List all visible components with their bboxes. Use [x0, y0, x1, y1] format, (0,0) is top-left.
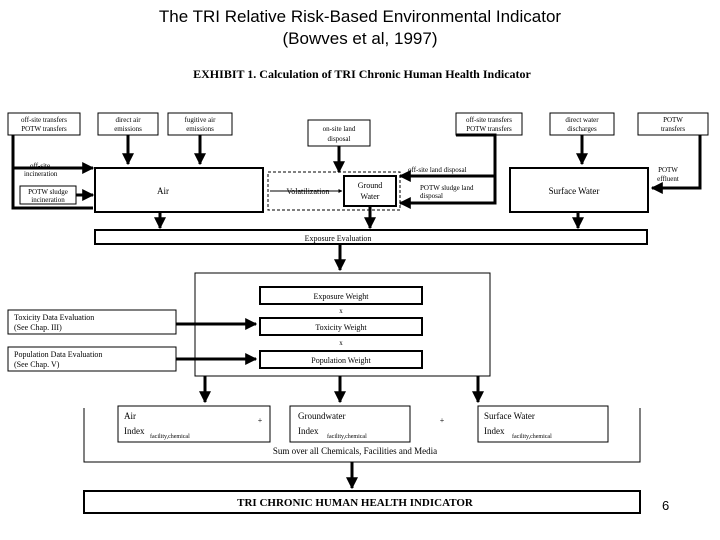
- svg-text:Groundwater: Groundwater: [298, 411, 345, 421]
- svg-text:emissions: emissions: [186, 125, 214, 133]
- svg-text:POTW sludge: POTW sludge: [28, 188, 68, 196]
- svg-text:disposal: disposal: [328, 135, 351, 143]
- svg-text:POTW transfers: POTW transfers: [21, 125, 67, 133]
- toxicity-weight-box: Toxicity Weight: [259, 317, 423, 336]
- label-potw-effluent: POTW effluent: [657, 166, 679, 183]
- svg-text:Surface Water: Surface Water: [484, 411, 535, 421]
- svg-text:Population Data Evaluation: Population Data Evaluation: [14, 350, 102, 359]
- svg-text:direct water: direct water: [565, 116, 599, 124]
- svg-text:(See Chap. V): (See Chap. V): [14, 360, 60, 369]
- page-number: 6: [662, 498, 670, 513]
- source-direct-water: direct water discharges: [549, 112, 615, 136]
- source-fugitive-air: fugitive air emissions: [167, 112, 233, 136]
- media-ground-water-box: Ground Water: [343, 175, 397, 207]
- slide-title-line1: The TRI Relative Risk-Based Environmenta…: [158, 7, 562, 26]
- svg-text:Index: Index: [484, 426, 505, 436]
- source-direct-air: direct air emissions: [97, 112, 159, 136]
- label-potw-sludge-land-disposal: POTW sludge land disposal: [420, 184, 474, 200]
- svg-text:off-site: off-site: [30, 162, 50, 170]
- svg-text:Exposure Evaluation: Exposure Evaluation: [305, 234, 372, 243]
- svg-text:TRI CHRONIC HUMAN HEALTH INDIC: TRI CHRONIC HUMAN HEALTH INDICATOR: [237, 497, 474, 509]
- exposure-weight-box: Exposure Weight: [259, 286, 423, 305]
- slide-title-line2: (Bowves et al, 1997): [282, 29, 438, 48]
- svg-text:incineration: incineration: [24, 170, 58, 178]
- plus-sign-2: +: [440, 416, 445, 425]
- source-offsite-potw-left: off-site transfers POTW transfers: [7, 112, 81, 136]
- svg-text:POTW: POTW: [663, 116, 683, 124]
- toxicity-data-evaluation-box: Toxicity Data Evaluation (See Chap. III): [7, 309, 177, 335]
- source-offsite-potw-right: off-site transfers POTW transfers: [455, 112, 523, 136]
- svg-text:Ground: Ground: [358, 181, 382, 190]
- svg-text:discharges: discharges: [567, 125, 597, 133]
- svg-text:Toxicity Weight: Toxicity Weight: [315, 323, 367, 332]
- surface-water-index-box: Surface Water Index facility,chemical: [477, 405, 609, 443]
- sum-bracket: [83, 408, 641, 463]
- svg-text:off-site transfers: off-site transfers: [466, 116, 512, 124]
- svg-text:facility,chemical: facility,chemical: [512, 433, 552, 440]
- population-data-evaluation-box: Population Data Evaluation (See Chap. V): [7, 346, 177, 372]
- svg-text:POTW transfers: POTW transfers: [466, 125, 512, 133]
- svg-text:Water: Water: [361, 192, 380, 201]
- air-index-box: Air Index facility,chemical: [117, 405, 271, 443]
- svg-text:Index: Index: [298, 426, 319, 436]
- svg-text:incineration: incineration: [31, 196, 65, 204]
- svg-text:POTW: POTW: [658, 166, 678, 174]
- exposure-evaluation-box: Exposure Evaluation: [94, 229, 648, 245]
- svg-text:on-site land: on-site land: [323, 125, 356, 133]
- svg-text:Exposure Weight: Exposure Weight: [314, 292, 370, 301]
- arrow-potw-sludge-land: [398, 133, 497, 209]
- source-onsite-land: on-site land disposal: [307, 119, 371, 147]
- multiply-sign-2: x: [339, 339, 343, 347]
- media-air-box: Air: [94, 167, 264, 213]
- slide-title: The TRI Relative Risk-Based Environmenta…: [0, 6, 720, 50]
- plus-sign-1: +: [258, 416, 263, 425]
- svg-text:transfers: transfers: [661, 125, 685, 133]
- svg-text:disposal: disposal: [420, 192, 443, 200]
- arrow-potw-effluent: [650, 135, 702, 194]
- population-weight-box: Population Weight: [259, 350, 423, 369]
- multiply-sign-1: x: [339, 307, 343, 315]
- svg-text:Air: Air: [157, 186, 169, 196]
- svg-text:Air: Air: [124, 411, 136, 421]
- svg-text:effluent: effluent: [657, 175, 679, 183]
- svg-text:(See Chap. III): (See Chap. III): [14, 323, 62, 332]
- svg-text:facility,chemical: facility,chemical: [327, 433, 367, 440]
- svg-text:Surface Water: Surface Water: [549, 186, 600, 196]
- sum-label: Sum over all Chemicals, Facilities and M…: [273, 446, 437, 456]
- svg-text:off-site transfers: off-site transfers: [21, 116, 67, 124]
- media-surface-water-box: Surface Water: [509, 167, 649, 213]
- svg-text:Index: Index: [124, 426, 145, 436]
- label-offsite-incineration: off-site incineration: [24, 162, 58, 178]
- label-potw-sludge-incineration: POTW sludge incineration: [19, 185, 77, 205]
- svg-text:POTW sludge land: POTW sludge land: [420, 184, 474, 192]
- source-potw-transfers: POTW transfers: [637, 112, 709, 136]
- svg-text:fugitive air: fugitive air: [185, 116, 217, 124]
- label-offsite-land-disposal: off-site land disposal: [408, 166, 467, 174]
- exhibit-title: EXHIBIT 1. Calculation of TRI Chronic Hu…: [193, 67, 531, 81]
- svg-text:direct air: direct air: [115, 116, 141, 124]
- final-indicator-box: TRI CHRONIC HUMAN HEALTH INDICATOR: [83, 490, 641, 514]
- svg-text:facility,chemical: facility,chemical: [150, 433, 190, 440]
- svg-text:emissions: emissions: [114, 125, 142, 133]
- svg-text:Toxicity Data Evaluation: Toxicity Data Evaluation: [14, 313, 94, 322]
- svg-text:Population Weight: Population Weight: [311, 356, 371, 365]
- line-left-transfers: [11, 135, 93, 210]
- groundwater-index-box: Groundwater Index facility,chemical: [289, 405, 411, 443]
